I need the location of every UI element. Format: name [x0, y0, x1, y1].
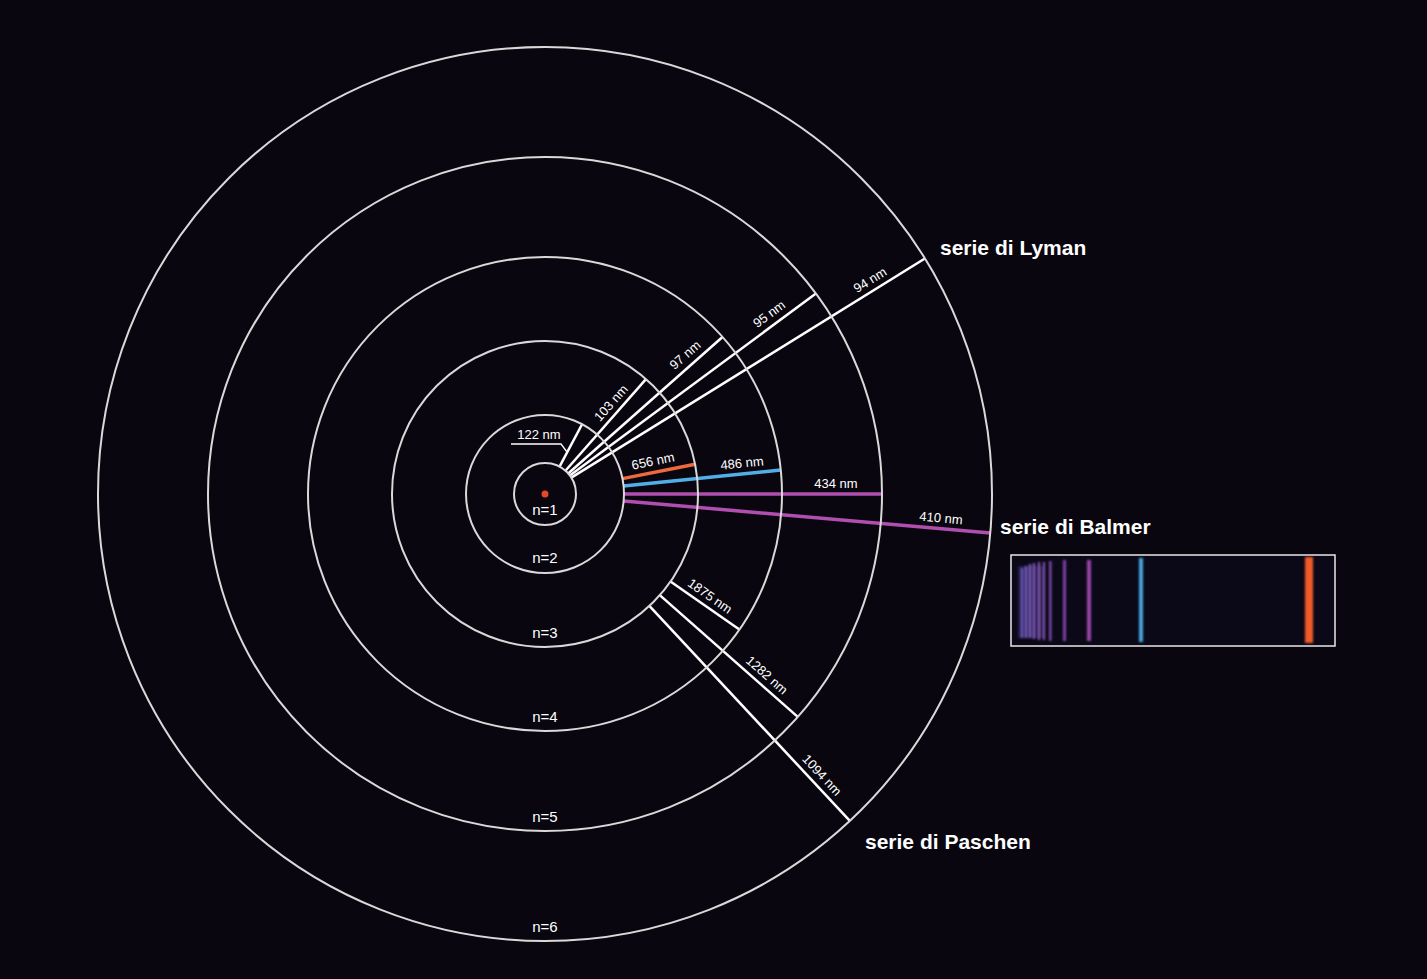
spectral-line — [1029, 564, 1031, 638]
transition-line — [624, 492, 882, 496]
orbit-outline — [392, 341, 698, 647]
orbit-circle: n=1 n=2 n=3 n=4 n=5 n=6 — [98, 47, 992, 941]
level-label: n=5 — [532, 808, 557, 825]
transition-line — [624, 501, 991, 533]
level-label-box: n=5 — [208, 808, 882, 826]
wavelength-label: 1094 nm — [800, 752, 845, 799]
orbit-ring — [466, 415, 624, 573]
level-label-box: n=1 — [514, 501, 576, 519]
spectral-line — [1025, 566, 1027, 638]
spectrum-lines — [1018, 557, 1313, 643]
level-label: n=3 — [532, 624, 557, 641]
nucleus-dot — [542, 491, 549, 498]
wavelength-label: 486 nm — [720, 453, 765, 472]
series-label: serie di Paschen — [865, 829, 1031, 855]
orbit-ring — [514, 463, 576, 525]
level-label-box: n=3 — [392, 624, 698, 642]
transition-line — [624, 470, 781, 486]
orbit-ring — [308, 257, 782, 731]
wavelength-label: 1875 nm — [685, 575, 735, 616]
orbit-circle: n=1 — [514, 463, 576, 525]
level-label: n=1 — [532, 501, 557, 518]
transition-line — [571, 258, 925, 477]
spectral-line — [1033, 563, 1035, 639]
series-label: serie di Lyman — [940, 235, 1086, 261]
orbit-circle: n=1 n=2 n=3 n=4 n=5 — [208, 157, 882, 831]
orbit-outline — [98, 47, 992, 941]
level-label: n=4 — [532, 708, 557, 725]
spectral-line — [1139, 558, 1143, 642]
transition-line — [568, 337, 722, 474]
spectral-line — [1087, 560, 1091, 641]
orbit-ring — [392, 341, 698, 647]
spectrum-inset — [1011, 555, 1335, 646]
wavelength-label: 103 nm — [591, 381, 631, 423]
transition-line — [560, 424, 583, 466]
wavelength-label: 97 nm — [667, 338, 704, 373]
level-label: n=6 — [532, 918, 557, 935]
wavelength-label: 656 nm — [630, 450, 675, 473]
orbit-circle: n=1 n=2 n=3 n=4 — [308, 257, 782, 731]
transition-line — [570, 294, 816, 476]
level-label-box: n=2 — [466, 549, 624, 567]
spectrum-frame — [1011, 555, 1335, 646]
spectral-line — [1049, 561, 1052, 641]
orbit-circle: n=1 n=2 n=3 — [392, 341, 698, 647]
spectral-line — [1021, 568, 1023, 638]
level-label: n=2 — [532, 549, 557, 566]
spectral-line — [1043, 562, 1045, 640]
level-label-box: n=6 — [98, 918, 992, 936]
orbit-outline — [208, 157, 882, 831]
wavelength-label: 95 nm — [750, 298, 788, 332]
wavelength-label: 434 nm — [814, 476, 857, 491]
series-label: serie di Balmer — [1000, 514, 1151, 540]
transition-line — [649, 606, 850, 821]
wavelength-label: 94 nm — [850, 264, 889, 296]
wavelength-label: 410 nm — [919, 508, 964, 527]
wavelength-label: 122 nm — [517, 427, 560, 442]
orbit-outline — [308, 257, 782, 731]
level-label-box: n=4 — [308, 708, 782, 726]
orbit-ring — [208, 157, 882, 831]
wavelength-label: 1282 nm — [743, 653, 791, 698]
spectral-line — [1063, 560, 1066, 641]
spectral-line — [1305, 557, 1313, 643]
transition-line — [660, 595, 798, 717]
spectral-line — [1038, 562, 1040, 640]
orbit-ring — [98, 47, 992, 941]
leader-line — [511, 444, 567, 452]
